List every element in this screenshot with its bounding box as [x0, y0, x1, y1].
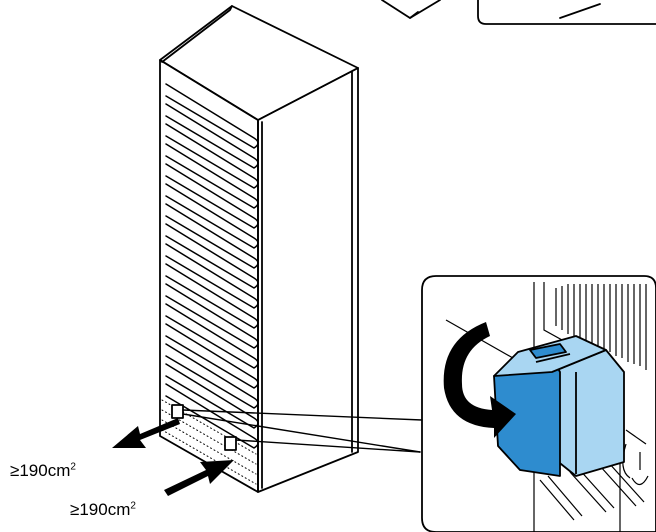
top-inset-partial-right [477, 0, 656, 25]
spacer-marker-lower [224, 436, 237, 451]
callout-lines [182, 409, 423, 453]
label-lower-text: ≥190cm [70, 500, 131, 519]
spacer-marker-upper [171, 404, 184, 419]
top-inset-partial-left [381, 0, 441, 19]
airflow-inlet-label: ≥190cm2 [70, 500, 136, 520]
label-lower-sup: 2 [130, 500, 136, 512]
label-upper-text: ≥190cm [10, 461, 71, 480]
appliance-side [159, 59, 259, 493]
appliance-top [159, 5, 359, 121]
arrow-in-icon [164, 460, 234, 496]
spacer-clip-icon [493, 335, 625, 477]
rotate-arrow-icon [443, 322, 516, 438]
airflow-outlet-label: ≥190cm2 [10, 461, 76, 481]
arrow-out-icon [112, 418, 180, 448]
condenser-coils [165, 83, 259, 449]
label-upper-sup: 2 [70, 461, 76, 473]
appliance [159, 5, 359, 493]
